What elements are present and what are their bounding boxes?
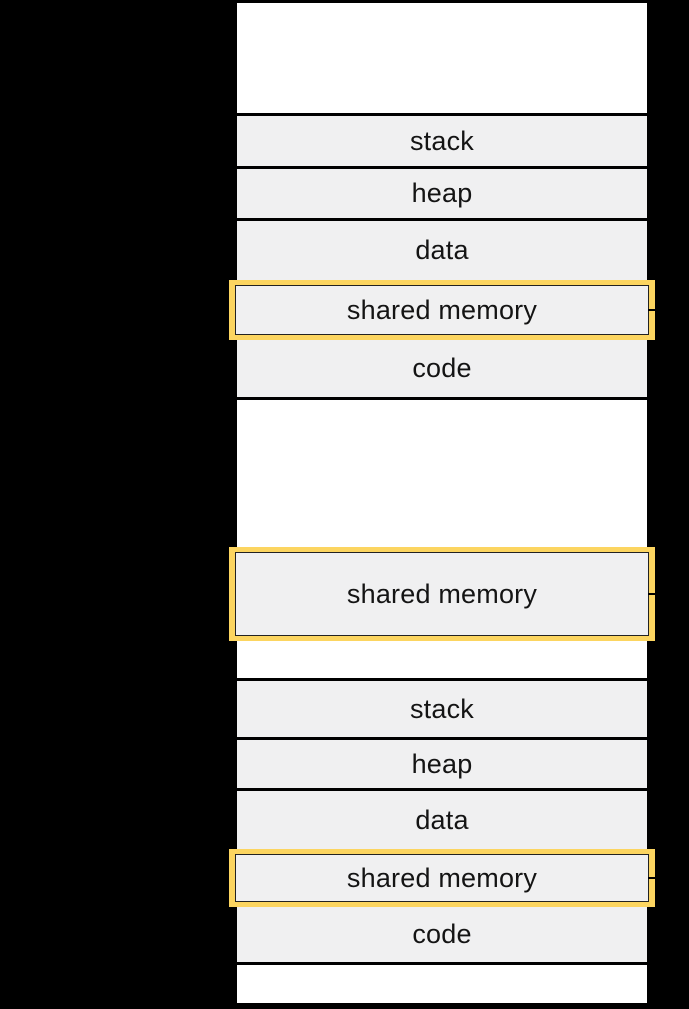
free-space-bottom xyxy=(237,965,647,1003)
connector-tick xyxy=(648,309,660,311)
segment-border xyxy=(237,678,647,681)
segment-border xyxy=(237,962,647,965)
segment-label: shared memory xyxy=(346,578,538,609)
segment-label: code xyxy=(412,919,472,949)
shared-memory-region: shared memory xyxy=(235,552,649,636)
segment-data-bottom: data xyxy=(237,791,647,849)
segment-border xyxy=(237,218,647,221)
segment-code-bottom: code xyxy=(237,907,647,962)
segment-stack-top: stack xyxy=(237,116,647,166)
segment-code-top: code xyxy=(237,340,647,397)
segment-border xyxy=(237,788,647,791)
free-space-middle-upper xyxy=(237,400,647,547)
segment-border xyxy=(237,737,647,740)
segment-label: stack xyxy=(409,693,475,724)
segment-data-top: data xyxy=(237,221,647,280)
segment-label: data xyxy=(415,804,469,835)
segment-label: data xyxy=(415,235,469,265)
segment-heap-top: heap xyxy=(237,169,647,218)
segment-label: code xyxy=(412,353,472,383)
segment-border xyxy=(237,0,647,3)
segment-shared-memory-top: shared memory xyxy=(235,285,649,335)
segment-border xyxy=(237,1003,647,1006)
segment-border xyxy=(237,397,647,400)
free-space-top xyxy=(237,3,647,113)
segment-shared-memory-bottom: shared memory xyxy=(235,854,649,902)
segment-shared-memory-top-highlight: shared memory xyxy=(229,280,660,340)
segment-stack-bottom: stack xyxy=(237,681,647,737)
segment-label: shared memory xyxy=(346,294,538,325)
free-space-middle-lower xyxy=(237,641,647,678)
segment-border xyxy=(237,113,647,116)
segment-label: shared memory xyxy=(346,862,538,893)
segment-shared-memory-bottom-highlight: shared memory xyxy=(229,849,660,907)
segment-label: stack xyxy=(409,125,475,156)
segment-border xyxy=(237,166,647,169)
segment-heap-bottom: heap xyxy=(237,740,647,788)
address-space-column: stack heap data shared memory code share… xyxy=(229,0,660,1006)
connector-tick xyxy=(648,877,660,879)
segment-label: heap xyxy=(411,178,473,208)
segment-label: heap xyxy=(411,748,473,779)
shared-memory-region-highlight: shared memory xyxy=(229,547,660,641)
connector-tick xyxy=(648,593,660,595)
